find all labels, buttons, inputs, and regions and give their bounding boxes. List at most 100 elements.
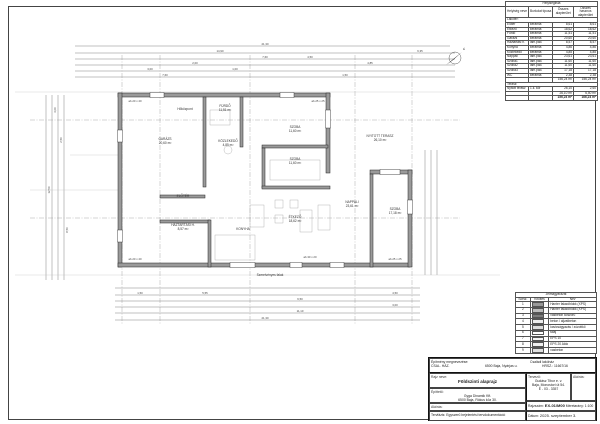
fill-swatch: [531, 330, 544, 336]
client-label: Építtető:: [431, 389, 444, 394]
legend-fill: [529, 318, 550, 326]
site-address: 6500 Baja, Nyárjas u.: [485, 364, 518, 368]
designer-address: Baja, Monostori út 54.: [532, 382, 565, 387]
fill-swatch: [531, 319, 544, 324]
window-label: ab.30 x 20: [303, 255, 317, 259]
fill-swatch: [531, 313, 544, 319]
room-schedule-table: Helyiséglista Helyiség neve Burkolat típ…: [504, 1, 598, 102]
room-area: 17,18 m²: [389, 211, 402, 215]
room-area: 26,10 m²: [374, 138, 387, 142]
room-area: 11,60 m²: [289, 129, 301, 133]
designer-id: É - 03 - 3357: [538, 386, 559, 391]
room-area: 18,62 m²: [289, 219, 302, 223]
dim-text: 12,50: [47, 186, 51, 193]
legend-name: kavicságyazás / zúzottkő: [548, 324, 597, 331]
sign-label: Aláírás:: [431, 404, 443, 409]
window-label: ab.20 x 40: [128, 257, 142, 261]
column-header: Burkolat típusa: [528, 5, 554, 19]
legend-fill: [529, 306, 550, 314]
designer-label: Tervező:: [528, 374, 541, 379]
legend-fill: [529, 312, 550, 320]
building-type: Családi lakóház: [530, 360, 554, 364]
room-label: KÖZLEKEDŐ: [218, 138, 238, 143]
fill-swatch: [531, 325, 544, 330]
legend-name: Hanter falazóblokk (XPS): [548, 301, 597, 308]
room-label: GARÁZS: [158, 137, 171, 141]
dimension-texts: 21,30 14,90 6,35 7,60 4,50 2,00 4,85 3,0…: [47, 42, 423, 320]
windows: [117, 92, 413, 268]
room-area: 8,57 m²: [178, 227, 189, 231]
dim-text: 1,00: [232, 67, 238, 71]
room-area: 20,60 m²: [159, 141, 172, 145]
fill-swatch: [531, 342, 544, 347]
scale-value: 1:100: [584, 403, 594, 408]
room-label: SZOBA: [390, 207, 402, 211]
column-header: Helyiség neve: [504, 5, 530, 19]
dim-text: 1,50: [137, 291, 143, 295]
north-label: É: [463, 46, 465, 51]
sheet-label: Rajz neve:: [431, 374, 448, 379]
client-name: Gyga Dinamik Kft.: [463, 393, 492, 398]
room-label: SZOBA: [290, 125, 302, 129]
legend-fill: [529, 335, 550, 343]
room-label: FÜRDŐ: [219, 103, 231, 108]
dim-text: 21,30: [262, 42, 269, 46]
dim-text: 4,85: [367, 61, 373, 65]
fill-swatch: [531, 302, 544, 307]
room-label: ELŐTÉR: [177, 193, 190, 198]
legend-fill: [529, 341, 550, 349]
dimension-lines: [45, 45, 455, 321]
fill-swatch: [531, 336, 544, 342]
fill-swatch: [531, 348, 544, 353]
client-address: 6500 Baja, Rókus köz 30.: [458, 397, 497, 402]
dim-text: 5,55: [202, 291, 208, 295]
legend-name: Hanter falazóblokk (XPS): [548, 306, 597, 314]
legend-fill: [529, 301, 550, 308]
dim-text: 4,50: [392, 291, 398, 295]
dim-text: 11,10: [297, 309, 304, 313]
building-label: Építmény megnevezése:: [431, 360, 469, 364]
phase-label: Tervfázis:: [431, 412, 446, 417]
room-area: 11,60 m²: [289, 161, 301, 165]
dim-text: 6,35: [417, 49, 423, 53]
window-label: ab.25 x 25: [311, 99, 325, 103]
dim-text: 7,60: [262, 55, 268, 59]
room-label: SZOBA: [290, 157, 302, 161]
dim-text: 3,00: [392, 303, 398, 307]
designer-name: Gudász Tibor e. v.: [534, 378, 563, 383]
dim-text: 1,50: [342, 73, 348, 77]
dim-text: 6,50: [297, 297, 303, 301]
legend-fill: [529, 329, 550, 337]
dim-text: 3,00: [53, 107, 57, 113]
drawing-number: EX-01/M00: [544, 402, 565, 408]
dim-text: 2,50: [59, 137, 63, 143]
furniture: [209, 109, 331, 261]
grand-total-useful: 166,24 m²: [573, 95, 598, 102]
site-lines: [15, 91, 500, 276]
room-label: Hőközpont: [177, 107, 192, 111]
room-area: 11,51 m²: [219, 108, 231, 112]
legend-fill: [529, 324, 550, 331]
dim-text: 8,50: [65, 227, 69, 233]
dim-text: 4,50: [307, 55, 313, 59]
column-header: Összes alapterület: [552, 5, 575, 19]
walls: [117, 92, 413, 268]
legend-name: EPS 20 Aldo: [548, 341, 597, 349]
room-label: ÉTKEZŐ: [289, 214, 302, 219]
drawing-no-label: Rajzszám:: [528, 403, 544, 408]
date-value: 2025. szeptember 3.: [539, 412, 577, 418]
phase-value: Egyszerű bejelentési tervdokumentáció: [446, 412, 506, 417]
dim-text: 2,00: [192, 61, 198, 65]
legend-number: 9: [515, 347, 531, 354]
grand-total-area: 156,24 m²: [552, 95, 575, 102]
